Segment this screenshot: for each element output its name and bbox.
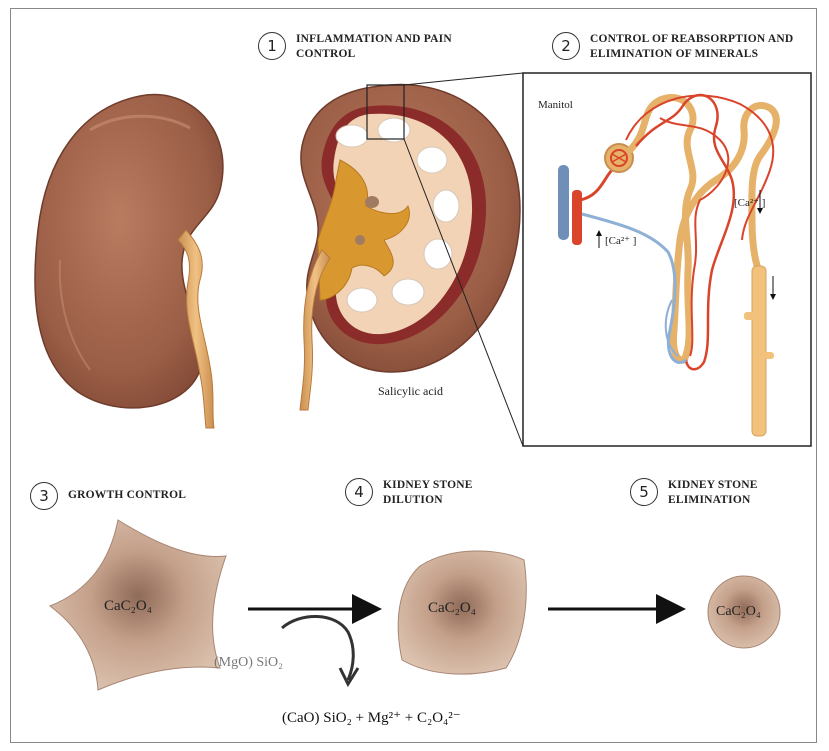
step-5-title: KIDNEY STONE ELIMINATION <box>668 478 768 508</box>
step-2-title: CONTROL OF REABSORPTION AND ELIMINATION … <box>590 32 810 62</box>
stone-formula-3: CaC₂O₄ <box>716 604 761 620</box>
manitol-label: Manitol <box>538 99 573 111</box>
kidney-cross-section <box>301 85 520 372</box>
step-5: 5 KIDNEY STONE ELIMINATION <box>630 478 768 508</box>
step-3-title: GROWTH CONTROL <box>68 488 248 503</box>
step-4-number: 4 <box>345 478 373 506</box>
step-1: 1 INFLAMMATION AND PAIN CONTROL <box>258 32 456 62</box>
reagent-label: (MgO) SiO₂ <box>214 655 283 671</box>
stone-formula-2: CaC₂O₄ <box>428 600 476 617</box>
step-3: 3 GROWTH CONTROL <box>30 482 248 510</box>
step-2-number: 2 <box>552 32 580 60</box>
step-4-title: KIDNEY STONE DILUTION <box>383 478 483 508</box>
step-2: 2 CONTROL OF REABSORPTION AND ELIMINATIO… <box>552 32 810 62</box>
zoom-line-top <box>404 73 523 85</box>
step-3-number: 3 <box>30 482 58 510</box>
step-5-number: 5 <box>630 478 658 506</box>
step-4: 4 KIDNEY STONE DILUTION <box>345 478 483 508</box>
stone-formula-1: CaC₂O₄ <box>104 598 152 615</box>
salicylic-acid-label: Salicylic acid <box>378 384 443 399</box>
step-1-number: 1 <box>258 32 286 60</box>
calcium-decrease-label: [Ca²⁺ ] <box>734 196 765 209</box>
calcium-increase-label: [Ca²⁺ ] <box>605 234 636 247</box>
step-1-title: INFLAMMATION AND PAIN CONTROL <box>296 32 456 62</box>
reaction-products-label: (CaO) SiO₂ + Mg²⁺ + C₂O₄²⁻ <box>282 708 461 727</box>
